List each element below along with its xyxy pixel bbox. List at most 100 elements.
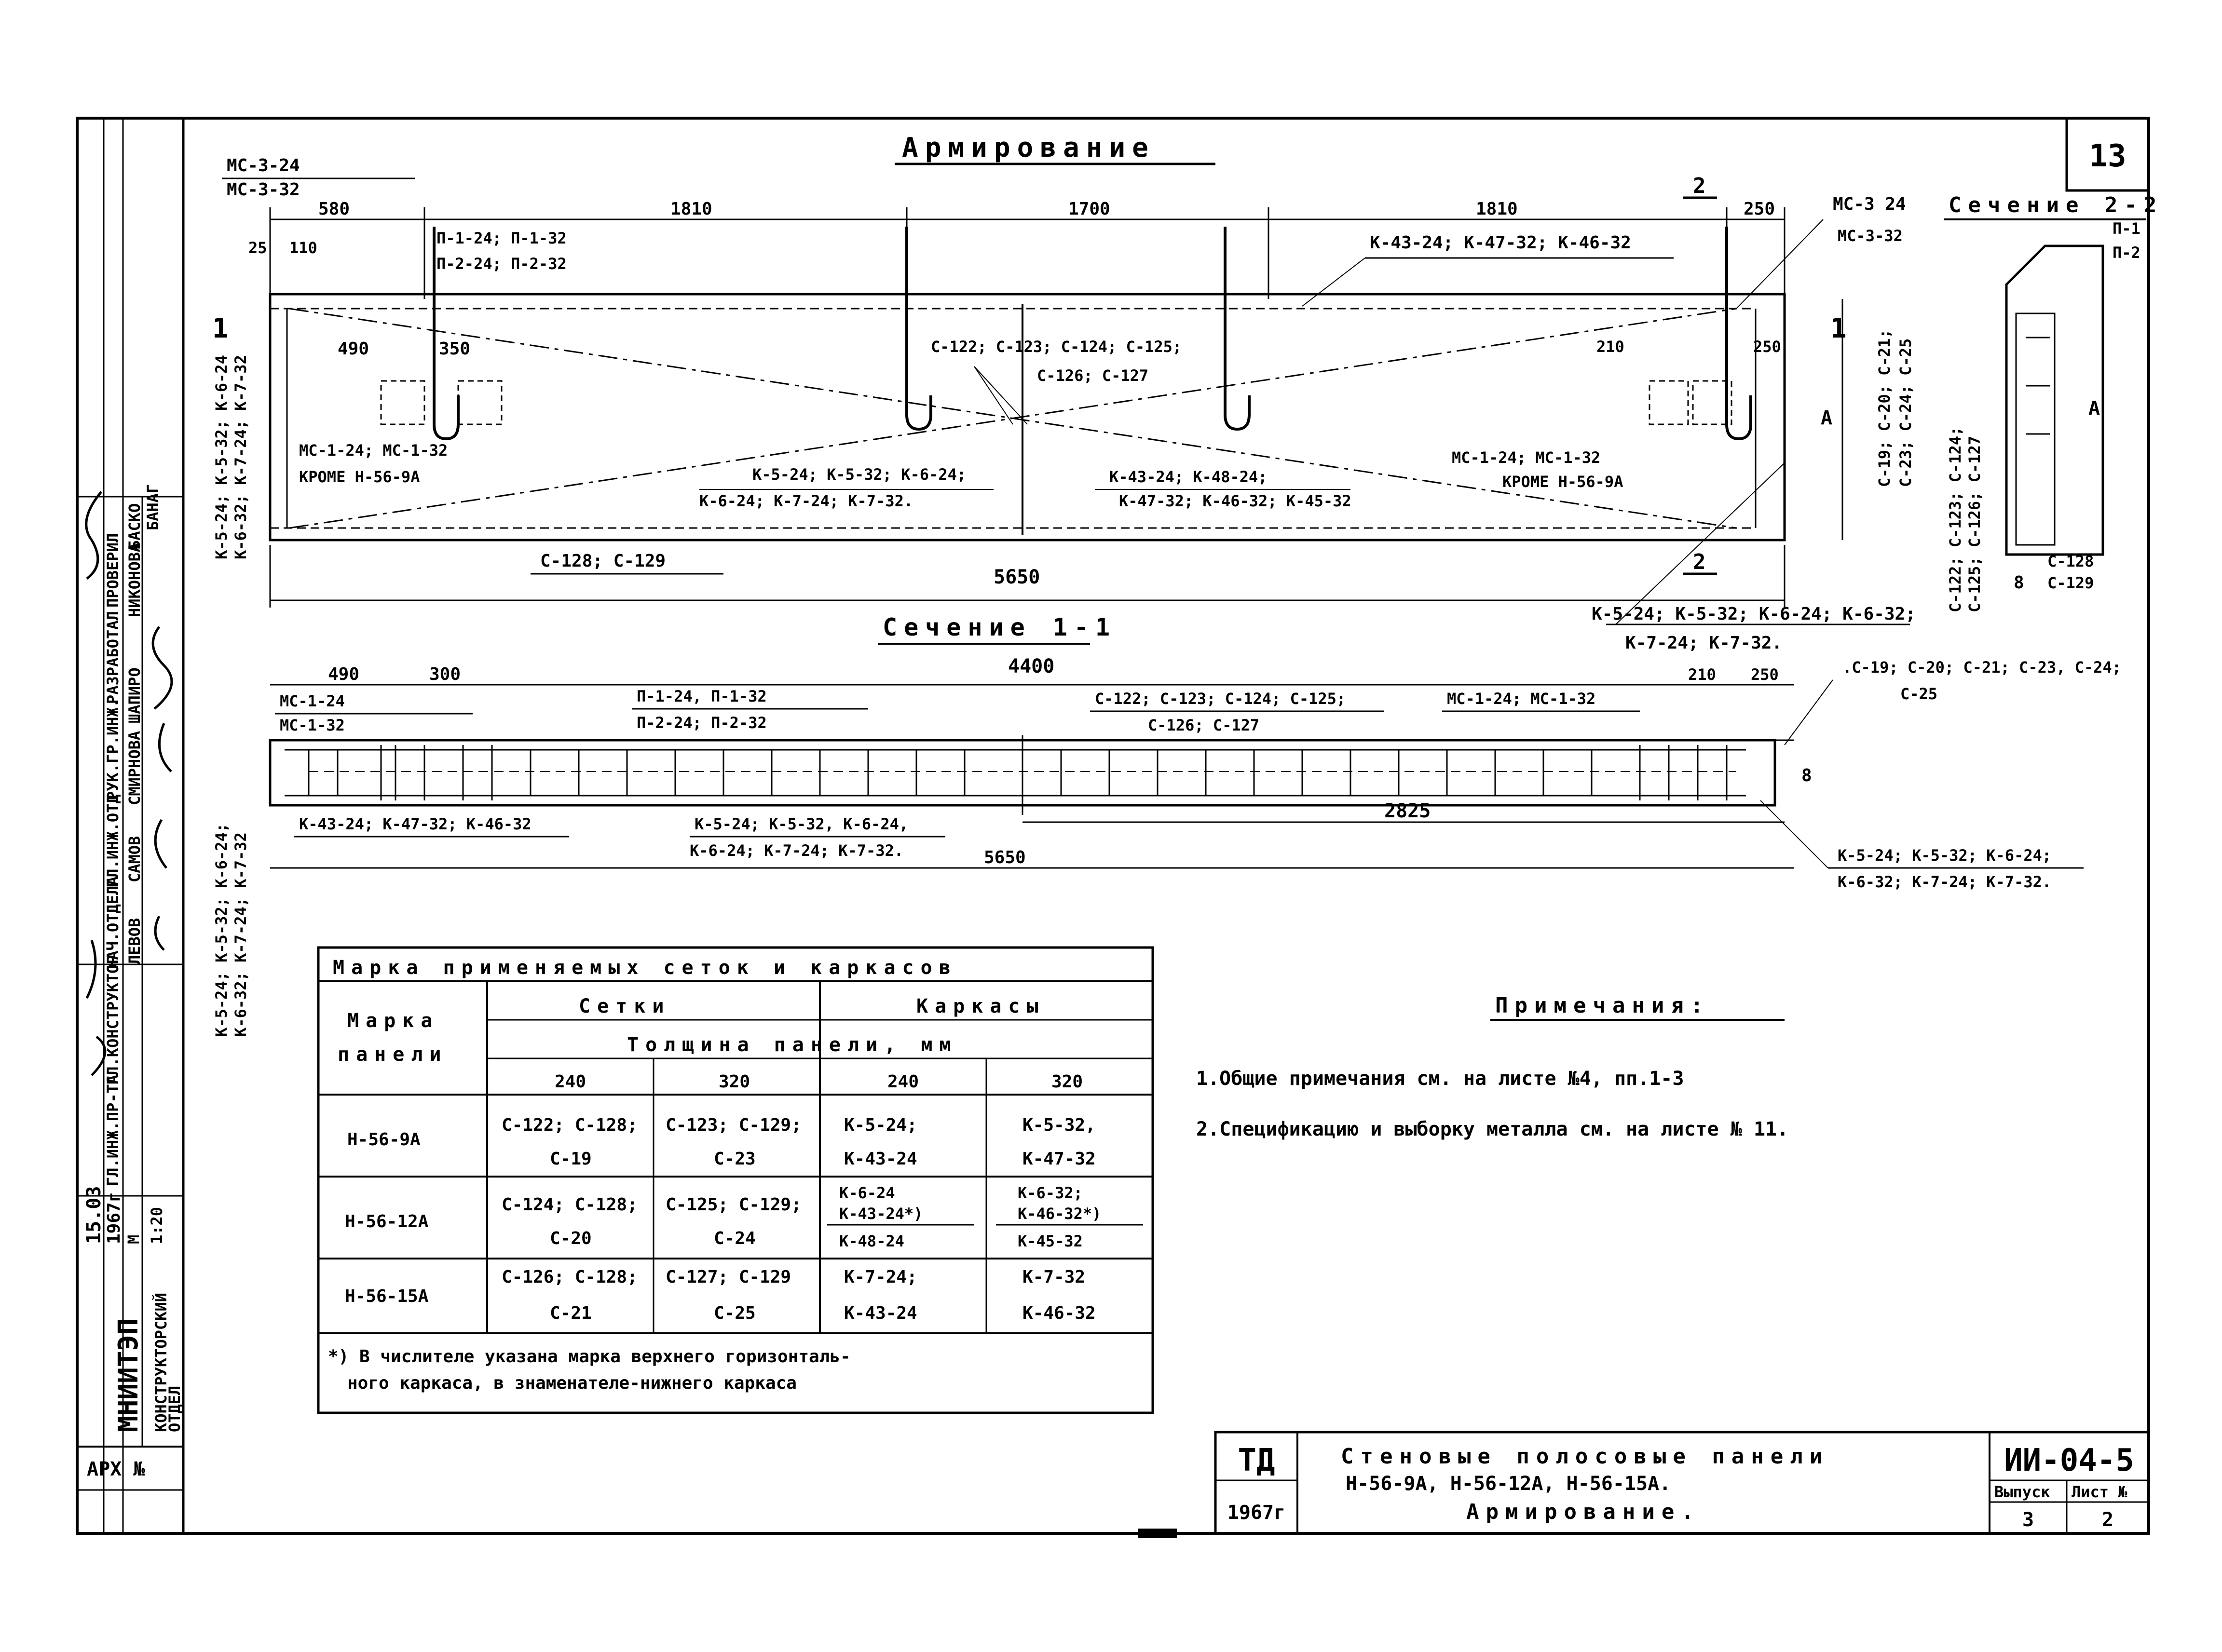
drawing-title: Армирование (902, 132, 1155, 163)
stamp-date: 15.03 (83, 1186, 105, 1244)
stamp-name: САМОВ (125, 836, 144, 882)
section-2-2: Сечение 2-2 П-1 П-2 А С-128 С-129 8 С-12… (1944, 193, 2156, 612)
callout-c-bottom: С-128; С-129 (540, 551, 666, 571)
mc-top-1: МС-3-24 (227, 156, 300, 176)
stamp-name: БАСКО (125, 503, 144, 550)
stamp-role: РАЗРАБОТАЛ (104, 611, 122, 704)
stamp-role: ГЛ.КОНСТРУКТОР (104, 955, 122, 1085)
dim-490: 490 (338, 339, 369, 359)
table-title: Марка применяемых сеток и каркасов (333, 957, 957, 979)
stamp-role: ГЛ.ИНЖ.ПР-ТА (104, 1075, 122, 1186)
table-cell: С-124; С-128; (502, 1195, 638, 1215)
s11-c-right-2: С-25 (1900, 685, 1937, 703)
callout-k-mid-left-1: К-5-24; К-5-32; К-6-24; (752, 465, 966, 484)
tb-code: ИИ-04-5 (2004, 1443, 2134, 1478)
dim-210: 210 (1596, 338, 1624, 356)
s22-label-8: 8 (2014, 573, 2024, 593)
s11-dim-210: 210 (1688, 665, 1716, 684)
signature-scribbles (85, 491, 173, 1076)
tb-title-3: Армирование. (1466, 1500, 1701, 1524)
table-h-mark-1: Марка (347, 1010, 439, 1032)
stamp-scale: 1:20 (148, 1207, 166, 1244)
table-cell: К-45-32 (1018, 1232, 1083, 1250)
table-cell: К-7-32 (1022, 1267, 1085, 1287)
callout-c-mid-1: С-122; С-123; С-124; С-125; (931, 338, 1182, 356)
callout-mc-right-2: КРОМЕ Н-56-9А (1502, 473, 1623, 491)
notes: Примечания: 1.Общие примечания см. на ли… (1196, 993, 1788, 1140)
callout-c-mid-2: С-126; С-127 (1037, 366, 1148, 385)
s11-p-2: П-2-24; П-2-32 (637, 714, 767, 732)
sheet-number: 13 (2089, 138, 2126, 174)
s11-k-bottom-mid-1: К-5-24; К-5-32, К-6-24, (695, 815, 908, 833)
table-cell: К-43-24 (844, 1303, 917, 1323)
dim-250: 250 (1744, 199, 1775, 219)
table-h-320a: 320 (719, 1072, 750, 1092)
note-2: 2.Спецификацию и выборку металла см. на … (1196, 1118, 1788, 1140)
elevation-view: Армирование МС-3-24 МС-3-32 580 1810 170… (212, 132, 1916, 653)
s11-k-bottom-right-1: К-5-24; К-5-32; К-6-24; (1838, 846, 2051, 865)
s11-k-left-2: К-6-32; К-7-24; К-7-32 (232, 832, 250, 1037)
s11-mc-left-1: МС-1-24 (280, 692, 345, 710)
dim-350: 350 (439, 339, 470, 359)
s22-label-c129: С-129 (2047, 574, 2094, 592)
tb-issue-no: 3 (2022, 1509, 2034, 1531)
sheet-number-box (2065, 117, 2150, 192)
tb-col-issue: Выпуск (1994, 1483, 2050, 1501)
dim-250b: 250 (1753, 338, 1781, 356)
table-row-mark: Н-56-15А (345, 1286, 429, 1306)
table-h-mark-2: панели (338, 1043, 448, 1066)
registration-mark (1138, 1529, 1177, 1538)
section11-stirrups (308, 735, 1728, 815)
stamp-role: ГЛ.ИНЖ.ОТД (104, 794, 122, 887)
table-h-240a: 240 (555, 1072, 586, 1092)
s22-c-vert-2: С-125; С-126; С-127 (1965, 436, 1984, 612)
tb-title-1: Стеновые полосовые панели (1341, 1444, 1829, 1469)
table-cell: К-5-24; (844, 1115, 917, 1135)
mark-A: А (1821, 407, 1832, 429)
s22-label-A: А (2088, 397, 2100, 420)
table-footnote-2: ного каркаса, в знаменателе-нижнего карк… (347, 1373, 797, 1393)
callout-k-mid-left-2: К-6-24; К-7-24; К-7-32. (699, 492, 913, 510)
stamp-role: ПРОВЕРИЛ (104, 533, 122, 608)
callout-k-left-1: К-5-24; К-5-32; К-6-24 (212, 355, 231, 559)
title-block: ТД 1967г Стеновые полосовые панели Н-56-… (1214, 1431, 2150, 1535)
stamp-dept-2: ОТДЕЛ (165, 1386, 184, 1432)
table-cell: С-126; С-128; (502, 1267, 638, 1287)
tb-sheet-no: 2 (2102, 1509, 2113, 1531)
table-cell: К-7-24; (844, 1267, 917, 1287)
dim-110: 110 (289, 239, 317, 257)
mc-right-2: МС-3-32 (1838, 227, 1903, 245)
callout-p-1: П-1-24; П-1-32 (436, 229, 567, 247)
dim-1810: 1810 (670, 199, 712, 219)
table-cell: С-19 (550, 1149, 592, 1169)
callout-mc-left-1: МС-1-24; МС-1-32 (299, 441, 448, 460)
mc-right-1: МС-3 24 (1833, 194, 1906, 214)
tb-org: ТД (1238, 1443, 1275, 1478)
table-h-frames: Каркасы (916, 995, 1045, 1017)
stamp-arch: АРХ № (87, 1458, 145, 1480)
mark-2-bottom: 2 (1693, 550, 1706, 574)
mark-1-right: 1 (1830, 313, 1847, 344)
s22-c-vert-1: С-122; С-123; С-124; (1946, 427, 1964, 612)
table-cell: К-46-32 (1022, 1303, 1096, 1323)
callout-p-2: П-2-24; П-2-32 (436, 255, 567, 273)
section-1-1: Сечение 1-1 490 300 4400 210 250 (212, 613, 2121, 1037)
s11-dim-490: 490 (328, 664, 359, 684)
callout-k-top: К-43-24; К-47-32; К-46-32 (1370, 233, 1631, 253)
table-h-thick: Толщина панели, мм (627, 1034, 957, 1056)
stamp-roles: ГЛ.ИНЖ.ПР-ТА ГЛ.КОНСТРУКТОР НАЧ.ОТДЕЛА Г… (104, 533, 122, 1186)
stamp-org: МНИИТЭП (113, 1318, 144, 1432)
s11-c-right-1: .С-19; С-20; С-21; С-23, С-24; (1842, 658, 2121, 677)
s11-k-bottom-mid-2: К-6-24; К-7-24; К-7-32. (690, 841, 903, 860)
stamp-name: ЛЕВОВ (125, 918, 144, 964)
callout-k-mid-right-2: К-47-32; К-46-32; К-45-32 (1119, 492, 1351, 510)
table-footnote-1: *) В числителе указана марка верхнего го… (328, 1347, 851, 1367)
stamp-name: НИКОНОВА (125, 543, 144, 617)
dim-25: 25 (248, 239, 267, 257)
table-cell: С-122; С-128; (502, 1115, 638, 1135)
table-cell: С-25 (714, 1303, 756, 1323)
s11-mc-left-2: МС-1-32 (280, 716, 345, 734)
dim-overall: 5650 (994, 566, 1040, 588)
s11-k-bottom-right-2: К-6-32; К-7-24; К-7-32. (1838, 873, 2051, 891)
